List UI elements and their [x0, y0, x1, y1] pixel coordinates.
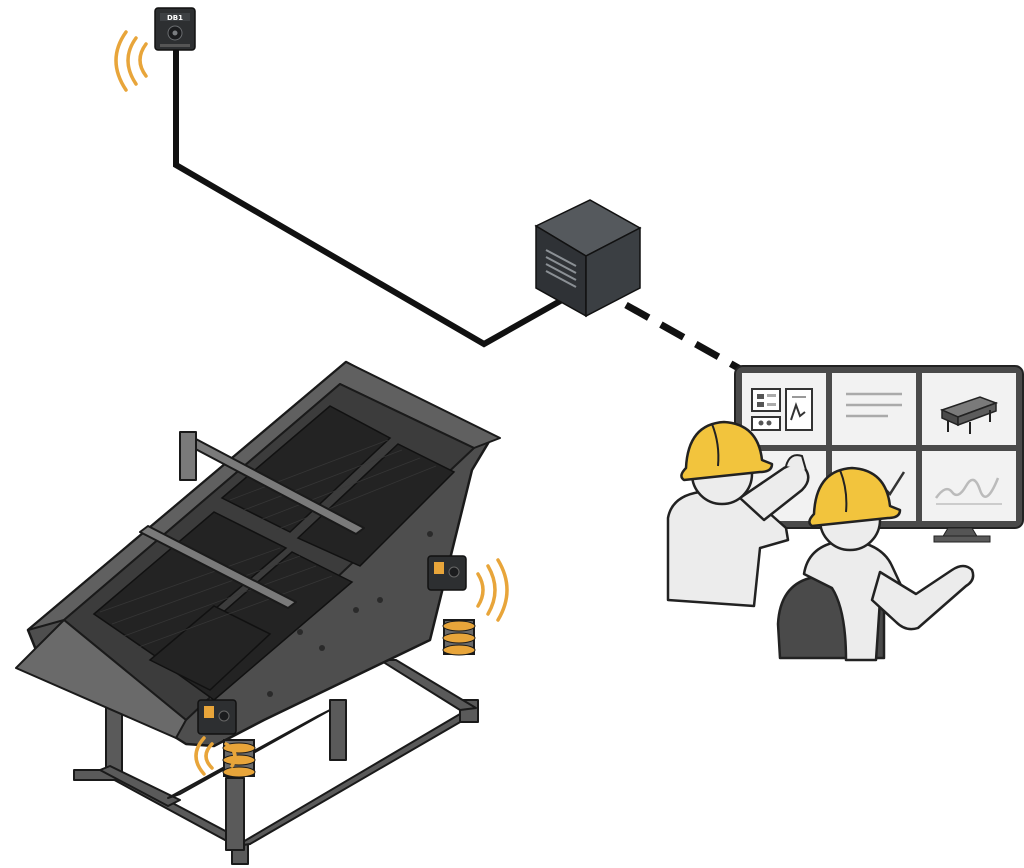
spring-mount [442, 619, 476, 656]
worker-hardhat-icon [776, 466, 975, 662]
conveyor-machine-icon [922, 373, 1016, 445]
monitor-wall [734, 365, 1024, 543]
wireless-sensor-icon: DB1 [154, 7, 196, 51]
text-lines-icon [832, 373, 916, 445]
wired-link [173, 44, 564, 348]
front-vibration-sensor-icon [194, 699, 237, 776]
waveform-icon [922, 451, 1016, 521]
top-sensor: DB1 [114, 7, 196, 92]
wireless-dashed-link [624, 301, 744, 374]
worker-hardhat-icon [666, 420, 810, 608]
side-vibration-sensor-icon [427, 555, 509, 622]
signal-waves-icon [114, 30, 148, 92]
gateway-box-icon [534, 199, 642, 318]
vibrating-screen-icon [15, 360, 501, 865]
sensor-label: DB1 [167, 14, 183, 22]
dashboard-widgets-icon [742, 373, 826, 445]
